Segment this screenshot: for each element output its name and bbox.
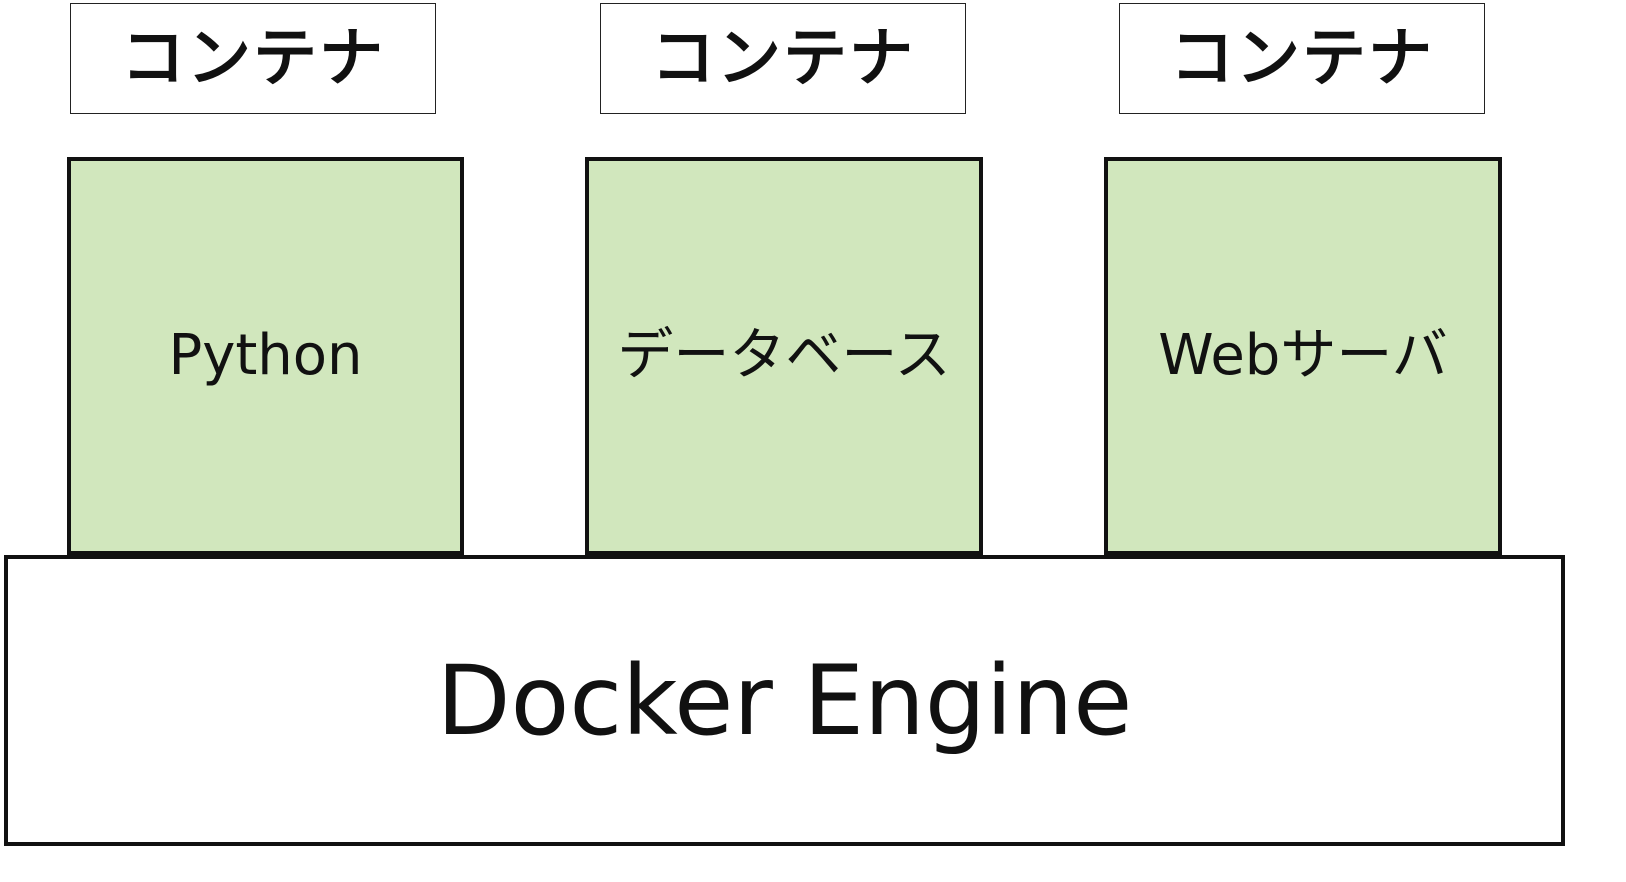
container-web-server-label: Webサーバ xyxy=(1158,323,1448,388)
docker-engine-layer: Docker Engine xyxy=(4,555,1565,846)
container-python: Python xyxy=(67,157,464,555)
container-heading-2: コンテナ xyxy=(600,3,966,114)
container-heading-3: コンテナ xyxy=(1119,3,1485,114)
container-database-label: データベース xyxy=(617,323,951,388)
container-python-label: Python xyxy=(168,323,363,388)
container-heading-1: コンテナ xyxy=(70,3,436,114)
container-web-server: Webサーバ xyxy=(1104,157,1502,555)
container-database: データベース xyxy=(585,157,983,555)
docker-engine-label: Docker Engine xyxy=(436,644,1133,757)
